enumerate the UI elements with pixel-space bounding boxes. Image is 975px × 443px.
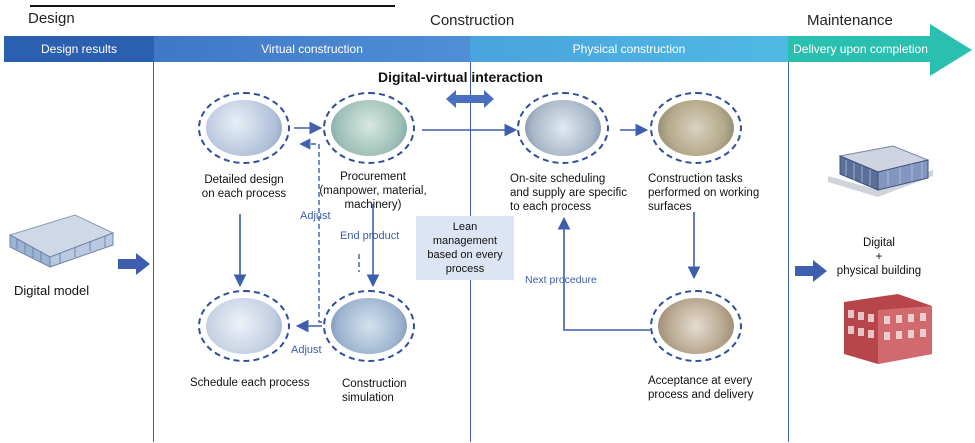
divider-maintenance xyxy=(788,62,789,442)
diagram-title: Digital-virtual interaction xyxy=(378,69,543,85)
phase-maintenance: Maintenance xyxy=(807,12,893,29)
building-3d-model-icon xyxy=(5,205,115,270)
procurement-image xyxy=(323,92,415,164)
band-design-results: Design results xyxy=(4,36,154,62)
double-arrow-icon xyxy=(446,90,494,108)
adjust-vertical-label: Adjust xyxy=(300,210,331,222)
phase-design: Design xyxy=(28,10,75,27)
physical-building-photo-icon xyxy=(838,292,936,366)
phase-construction: Construction xyxy=(430,12,515,29)
band-delivery: Delivery upon completion xyxy=(788,36,933,62)
digital-building-render-icon xyxy=(818,142,940,202)
band-virtual-construction: Virtual construction xyxy=(154,36,470,62)
next-procedure-label: Next procedure xyxy=(525,274,597,286)
detailed-design-image xyxy=(198,92,290,164)
schedule-label: Schedule each process xyxy=(190,377,310,389)
simulation-image xyxy=(323,290,415,362)
band-arrow-head xyxy=(930,24,972,76)
virtual-arrows xyxy=(233,121,380,333)
arrow-right-icon xyxy=(795,260,827,282)
phase-design-underline xyxy=(30,5,395,7)
band-physical-construction: Physical construction xyxy=(470,36,788,62)
onsite-scheduling-image xyxy=(517,92,609,164)
lean-management-box: Lean management based on every process xyxy=(416,216,514,280)
adjust-horizontal-label: Adjust xyxy=(291,344,322,356)
schedule-image xyxy=(198,290,290,362)
acceptance-label: Acceptance at every process and delivery xyxy=(648,375,754,401)
physical-arrows xyxy=(422,123,701,331)
detailed-design-label: Detailed design on each process xyxy=(201,174,287,200)
arrow-right-icon xyxy=(118,253,150,275)
acceptance-image xyxy=(650,290,742,362)
onsite-scheduling-label: On-site scheduling and supply are specif… xyxy=(510,173,627,213)
end-product-label: End product xyxy=(340,230,400,242)
construction-tasks-image xyxy=(650,92,742,164)
divider-design xyxy=(153,62,154,442)
digital-model-label: Digital model xyxy=(14,283,90,298)
simulation-label: Construction simulation xyxy=(342,378,407,404)
construction-tasks-label: Construction tasks performed on working … xyxy=(648,173,760,213)
digital-physical-label: Digital + physical building xyxy=(836,237,922,277)
